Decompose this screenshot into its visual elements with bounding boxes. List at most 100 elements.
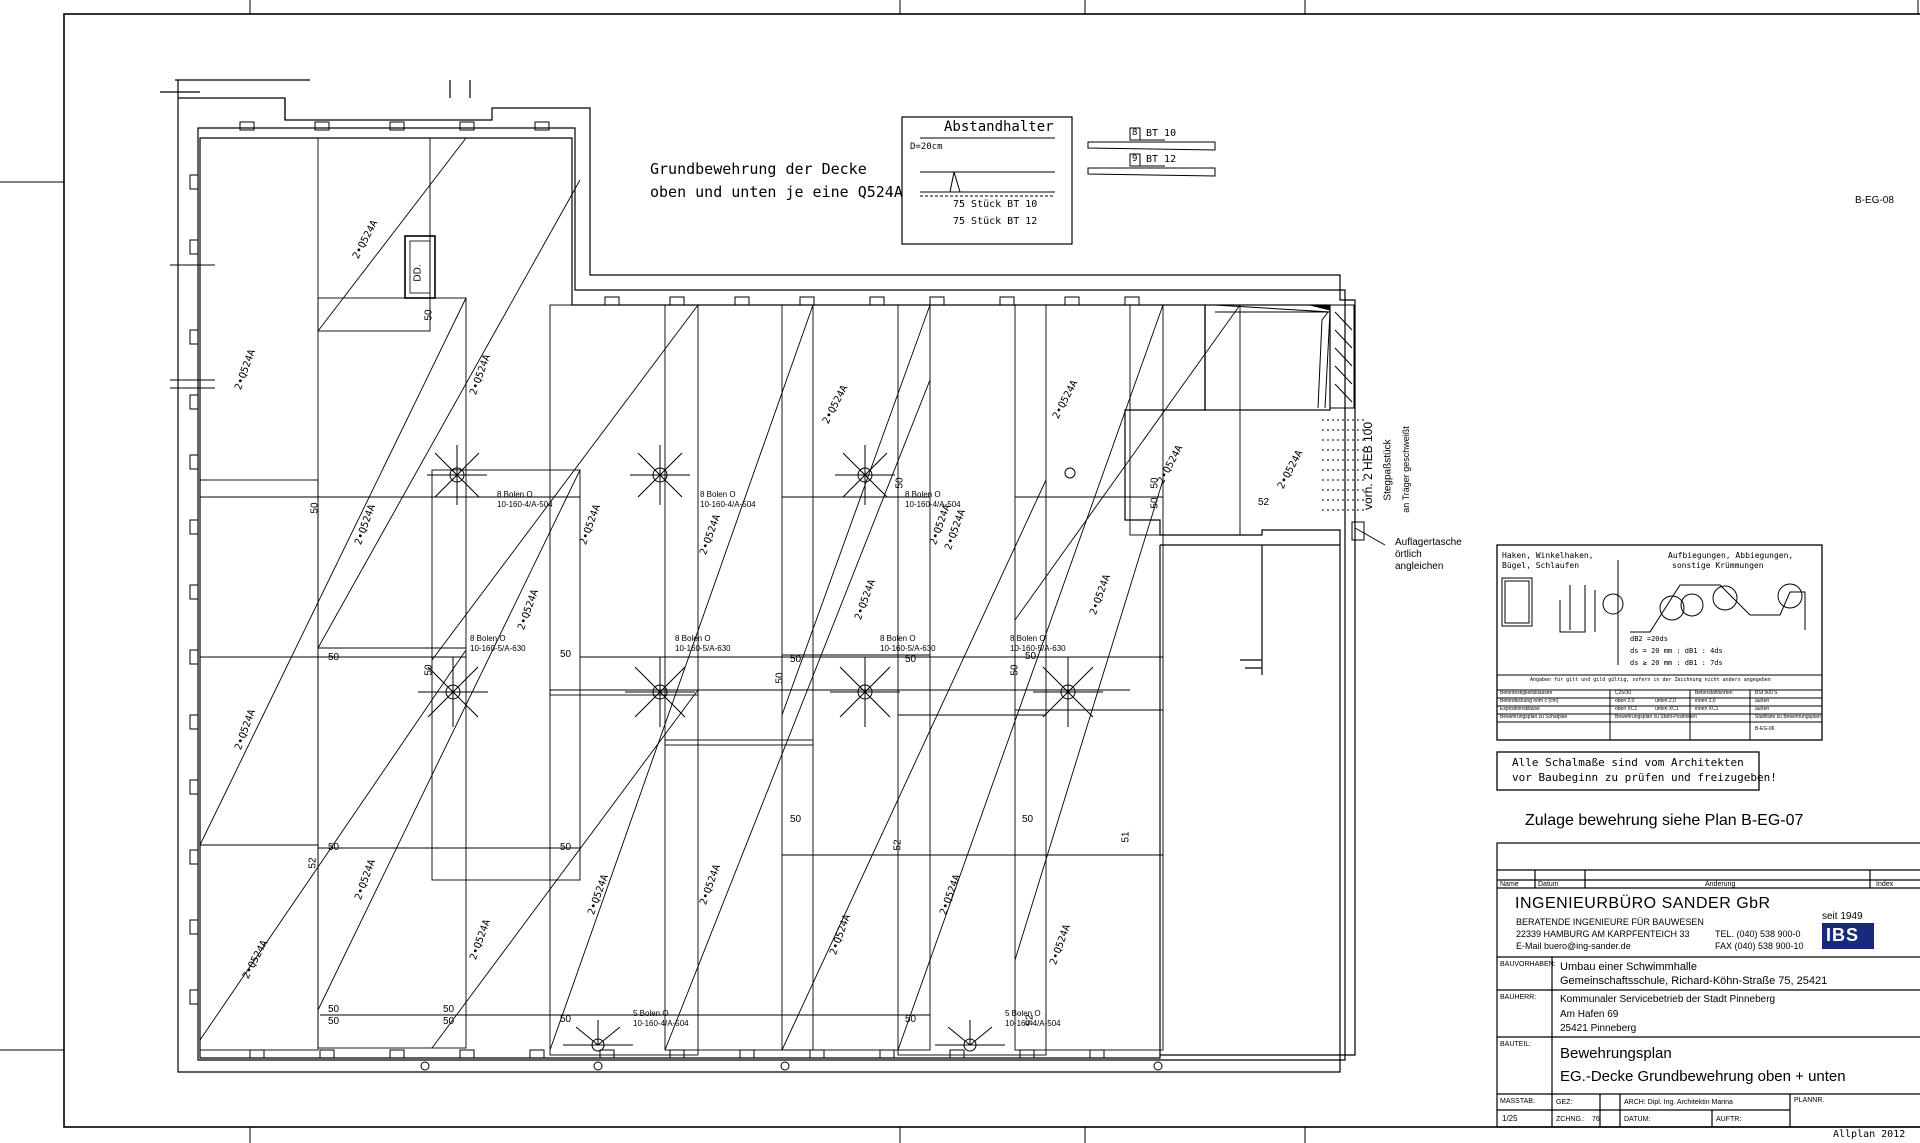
bolt-label: 5 Bolen O — [633, 1009, 669, 1018]
hook-row-cell: unten 2,0 — [1655, 698, 1676, 704]
dimension-value: 50 — [328, 842, 340, 853]
bolt-label: 8 Bolen O — [905, 490, 941, 499]
bolt-label: 5 Bolen O — [1005, 1009, 1041, 1018]
ibs-logo-box — [1822, 923, 1874, 949]
hook-row-cell: oben 2,0 — [1615, 698, 1635, 704]
date-label: DATUM: — [1624, 1116, 1651, 1123]
hook-row-cell: innen 2,0 — [1695, 698, 1716, 704]
plannr-label: PLANNR. — [1794, 1097, 1825, 1104]
company-name: INGENIEURBÜRO SANDER GbR — [1515, 895, 1771, 912]
spacer-title: Abstandhalter — [944, 119, 1054, 135]
hook-row-cell: Bewehrungsplan zu Schalplan — [1500, 714, 1568, 720]
company-since: seit 1949 — [1822, 911, 1863, 922]
mesh-diagonals — [199, 137, 1241, 1051]
project-label: BAUVORHABEN: — [1500, 961, 1556, 968]
scale-label: MASSTAB: — [1500, 1098, 1535, 1105]
bolt-label: 10-160-5/A-630 — [1010, 644, 1066, 653]
bolt-label: 8 Bolen O — [675, 634, 711, 643]
company-email: E-Mail buero@ing-sander.de — [1516, 941, 1631, 951]
drawn-label: GEZ: — [1556, 1099, 1573, 1106]
spacer-line1: 75 Stück BT 10 — [953, 199, 1038, 210]
bolt-label: 8 Bolen O — [880, 634, 916, 643]
spacer-box — [901, 116, 1073, 245]
hook-row-cell: Bewehrungsplan zu Stahl-Positionen — [1615, 714, 1697, 720]
bolt-label: 8 Bolen O — [497, 490, 533, 499]
client-line2: Am Hafen 69 — [1560, 1009, 1619, 1020]
wall-supports — [170, 121, 1140, 1059]
support-note-3: angleichen — [1395, 561, 1444, 572]
hook-header-right-2: sonstige Krümmungen — [1672, 561, 1764, 570]
dimension-value: 50 — [328, 652, 340, 663]
dimension-value: 50 — [1022, 814, 1034, 825]
notice-line2: vor Baubeginn zu prüfen und freizugeben! — [1512, 771, 1777, 784]
plan-code-top: B-EG-08 — [1855, 195, 1894, 206]
dimension-value: 50 — [328, 1016, 340, 1027]
legend-bt12-label: BT 12 — [1146, 154, 1177, 165]
bolt-label: 8 Bolen O — [700, 490, 736, 499]
hook-row-cell: B-EG-06 — [1755, 726, 1775, 732]
hook-formula-3: ds ≥ 20 mm : dB1 : 7ds — [1630, 659, 1723, 667]
dimension-value: 50 — [443, 1016, 455, 1027]
legend-bt10-num: 8 — [1132, 128, 1138, 138]
rev-index: Index — [1876, 881, 1894, 888]
drawing-no-label: ZCHNG.: — [1556, 1116, 1585, 1123]
hook-row-cell: innen XC1 — [1695, 706, 1719, 712]
project-line2: Gemeinschaftsschule, Richard-Köhn-Straße… — [1560, 975, 1828, 987]
order-label: AUFTR: — [1716, 1116, 1742, 1123]
mesh-laps — [200, 496, 1163, 1016]
beam-note-2: an Träger geschweißt — [1400, 426, 1411, 513]
main-note-line2: oben und unten je eine Q524A — [650, 183, 903, 201]
company-address: 22339 HAMBURG AM KARPFENTEICH 33 — [1516, 929, 1690, 939]
bolt-label: 8 Bolen O — [1010, 634, 1046, 643]
dimension-value: 50 — [1025, 651, 1037, 662]
company-fax: FAX (040) 538 900-10 — [1715, 941, 1804, 951]
hook-row-cell: BSt 500 S — [1755, 690, 1778, 696]
mesh-strips — [199, 137, 1241, 1056]
dimension-value: 50 — [560, 649, 572, 660]
opening-dd — [404, 235, 436, 299]
hook-formula-2: ds = 20 mm : dB1 : 4ds — [1630, 647, 1723, 655]
part-line2: EG.-Decke Grundbewehrung oben + unten — [1560, 1068, 1846, 1085]
hook-footnote: Angaben für gilt und gild gültig, sofern… — [1530, 677, 1771, 683]
company-subtitle: BERATENDE INGENIEURE FÜR BAUWESEN — [1516, 917, 1704, 927]
support-note-2: örtlich — [1395, 549, 1422, 560]
building-outline — [160, 79, 1356, 1073]
title-block-frame — [1496, 842, 1920, 1128]
hook-header-left-1: Haken, Winkelhaken, — [1502, 551, 1594, 560]
part-line1: Bewehrungsplan — [1560, 1045, 1672, 1062]
bolt-label: 10-160-4/A-504 — [633, 1019, 689, 1028]
hook-row-cell: außen — [1755, 706, 1770, 712]
scale-value: 1/25 — [1502, 1114, 1518, 1123]
bolt-label: 10-160-5/A-630 — [675, 644, 731, 653]
dimension-value: 52 — [892, 839, 904, 851]
dimension-value: 50 — [560, 1014, 572, 1025]
bolt-label: 10-160-5/A-630 — [470, 644, 526, 653]
rev-date: Datum — [1538, 881, 1559, 888]
dimension-value: 52 — [1024, 1014, 1036, 1026]
hook-row-cell: C25/30 — [1615, 690, 1632, 696]
dimension-value: 50 — [328, 1004, 340, 1015]
dimension-value: 50 — [309, 502, 321, 514]
zulage-note: Zulage bewehrung siehe Plan B-EG-07 — [1525, 812, 1804, 829]
project-line1: Umbau einer Schwimmhalle — [1560, 961, 1697, 973]
beam-note-1: Stegpaßstück — [1382, 439, 1394, 501]
rev-name: Name — [1500, 881, 1519, 888]
dimension-value: 50 — [1149, 497, 1161, 509]
dimension-value: 50 — [443, 1004, 455, 1015]
dimension-value: 50 — [423, 664, 435, 676]
dimension-value: 50 — [1009, 664, 1021, 676]
dimension-value: 50 — [905, 1014, 917, 1025]
bolt-label: 10-160-4/A-504 — [905, 500, 961, 509]
spacer-line2: 75 Stück BT 12 — [953, 216, 1038, 227]
client-line1: Kommunaler Servicebetrieb der Stadt Pinn… — [1560, 994, 1776, 1005]
beam-area — [1214, 304, 1386, 546]
software-footer: Allplan 2012 — [1833, 1129, 1906, 1140]
hook-row-cell: Stahlliste zu Bewehrungsplan — [1755, 714, 1821, 720]
hook-row-cell: Expositionsklasse — [1500, 706, 1540, 712]
bt-legend — [1087, 127, 1216, 177]
company-tel: TEL. (040) 538 900-0 — [1715, 929, 1801, 939]
dimension-value: 51 — [1120, 831, 1132, 843]
hook-header-left-2: Bügel, Schlaufen — [1502, 561, 1580, 570]
